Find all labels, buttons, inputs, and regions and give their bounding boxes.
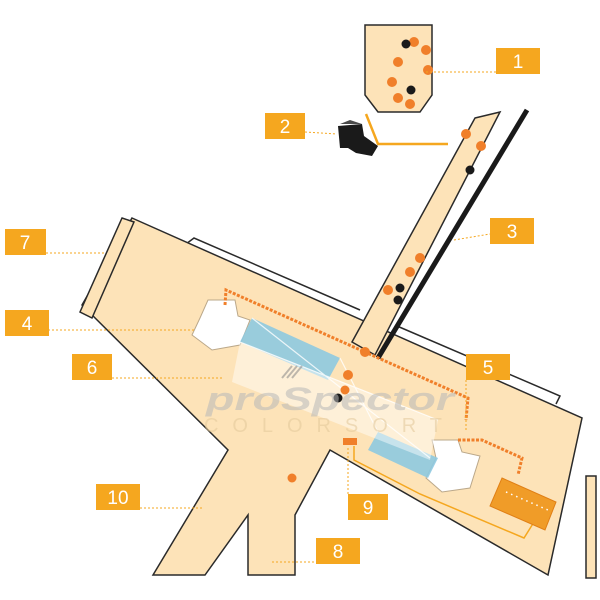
- particle-orange: [383, 285, 393, 295]
- badge-3: 3: [490, 218, 534, 244]
- watermark-logo: proSpector COLORSORT: [204, 365, 457, 437]
- particle-orange: [387, 77, 397, 87]
- background-plate-right: [585, 475, 597, 579]
- particle-orange: [409, 37, 419, 47]
- particle-black: [333, 393, 343, 403]
- camera-upper: [191, 299, 251, 351]
- particles: [287, 37, 486, 483]
- particle-orange: [393, 93, 403, 103]
- badge-1-text: 1: [513, 52, 524, 73]
- badge-5-box: [466, 354, 510, 380]
- chute-rail: [375, 108, 530, 360]
- leader-line-2: [304, 131, 337, 135]
- badge-8-box: [316, 538, 360, 564]
- watermark-tagline: COLORSORT: [204, 415, 442, 437]
- badge-2-box: [265, 113, 305, 139]
- ejector-signal-line: [353, 446, 535, 539]
- badge-10-text: 10: [107, 488, 128, 509]
- badge-7: 7: [5, 229, 46, 255]
- badge-6: 6: [72, 354, 112, 380]
- badge-4-box: [5, 310, 49, 336]
- particle-orange: [287, 473, 297, 483]
- badge-6-box: [72, 354, 112, 380]
- badge-9: 9: [348, 494, 388, 520]
- particle-orange: [405, 99, 415, 109]
- badge-10: 10: [96, 484, 140, 510]
- badge-7-text: 7: [20, 233, 31, 254]
- particle-orange: [461, 129, 471, 139]
- badge-8-text: 8: [333, 542, 344, 563]
- leader-lines: [46, 71, 496, 563]
- vibrating-feeder: [338, 120, 378, 156]
- particle-orange: [415, 253, 425, 263]
- feeder-tray-line: [364, 113, 448, 146]
- badge-4-text: 4: [22, 314, 33, 335]
- particle-orange: [421, 45, 431, 55]
- badge-3-box: [490, 218, 534, 244]
- badge-2: 2: [265, 113, 305, 139]
- particle-orange: [343, 370, 353, 380]
- badge-10-box: [96, 484, 140, 510]
- badge-3-text: 3: [507, 222, 518, 243]
- lens-window-upper: [240, 318, 340, 380]
- particle-black: [465, 165, 475, 175]
- control-board: [489, 477, 557, 531]
- particle-black: [395, 283, 405, 293]
- particle-orange: [405, 267, 415, 277]
- particle-black: [406, 85, 416, 95]
- watermark-stripes: [281, 365, 303, 379]
- badge-8: 8: [316, 538, 360, 564]
- badge-2-text: 2: [280, 117, 291, 138]
- leader-line-3: [453, 233, 491, 241]
- background-plate-left: [79, 217, 136, 320]
- badge-7-box: [5, 229, 46, 255]
- particle-orange: [360, 347, 370, 357]
- badge-1: 1: [496, 48, 540, 74]
- badge-9-box: [348, 494, 388, 520]
- particle-black: [393, 295, 403, 305]
- particle-orange: [393, 57, 403, 67]
- watermark-brand: proSpector: [205, 381, 457, 417]
- badge-9-text: 9: [363, 498, 374, 519]
- badge-4: 4: [5, 310, 49, 336]
- badge-1-box: [496, 48, 540, 74]
- badge-6-text: 6: [87, 358, 98, 379]
- camera-circuit-lower: [458, 438, 524, 476]
- ejector-valve: [343, 438, 357, 445]
- particle-black: [401, 39, 411, 49]
- particle-orange: [340, 385, 350, 395]
- particle-orange: [423, 65, 433, 75]
- lens-window-lower: [368, 432, 438, 478]
- badge-5-text: 5: [483, 358, 494, 379]
- badge-5: 5: [466, 354, 510, 380]
- particle-orange: [476, 141, 486, 151]
- chamber-top-cover: [185, 237, 562, 405]
